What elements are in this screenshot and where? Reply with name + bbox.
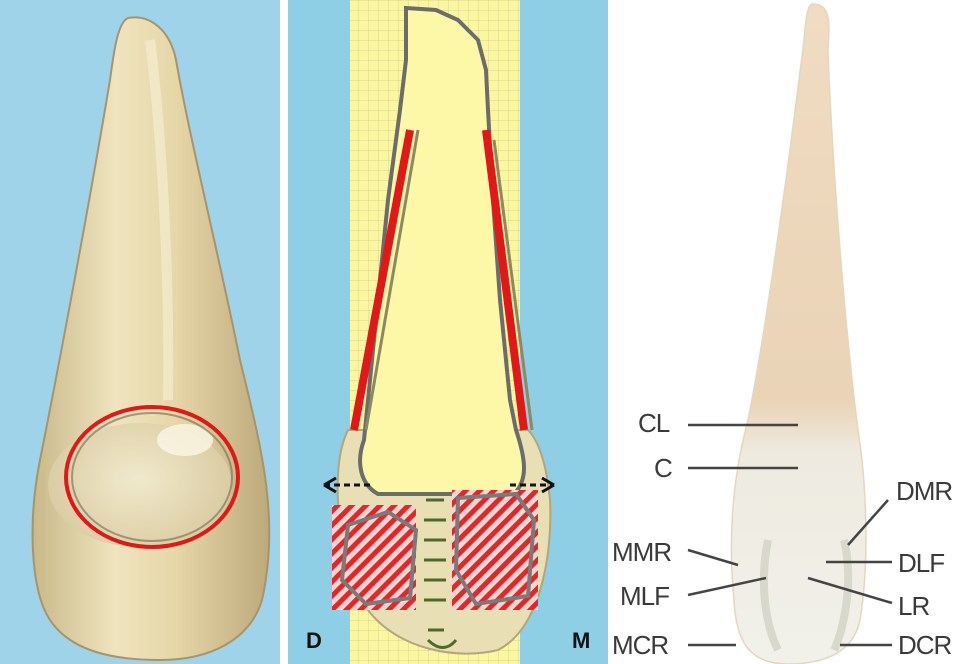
label-cl: CL <box>638 410 669 436</box>
tooth-photo <box>0 0 280 664</box>
label-c: C <box>654 455 672 481</box>
label-mlf: MLF <box>620 583 669 609</box>
side-label-m: M <box>572 628 590 654</box>
label-mcr: MCR <box>612 632 668 658</box>
label-mmr: MMR <box>612 539 671 565</box>
grid-panel: D M <box>288 0 608 664</box>
label-dcr: DCR <box>898 632 951 658</box>
diagram-panel: CL C MMR MLF MCR DMR DLF LR DCR <box>608 0 980 664</box>
grid-diagram <box>288 0 608 664</box>
photo-panel <box>0 0 280 664</box>
label-dmr: DMR <box>896 478 952 504</box>
label-lr: LR <box>898 593 929 619</box>
label-dlf: DLF <box>898 550 944 576</box>
side-label-d: D <box>306 628 322 654</box>
